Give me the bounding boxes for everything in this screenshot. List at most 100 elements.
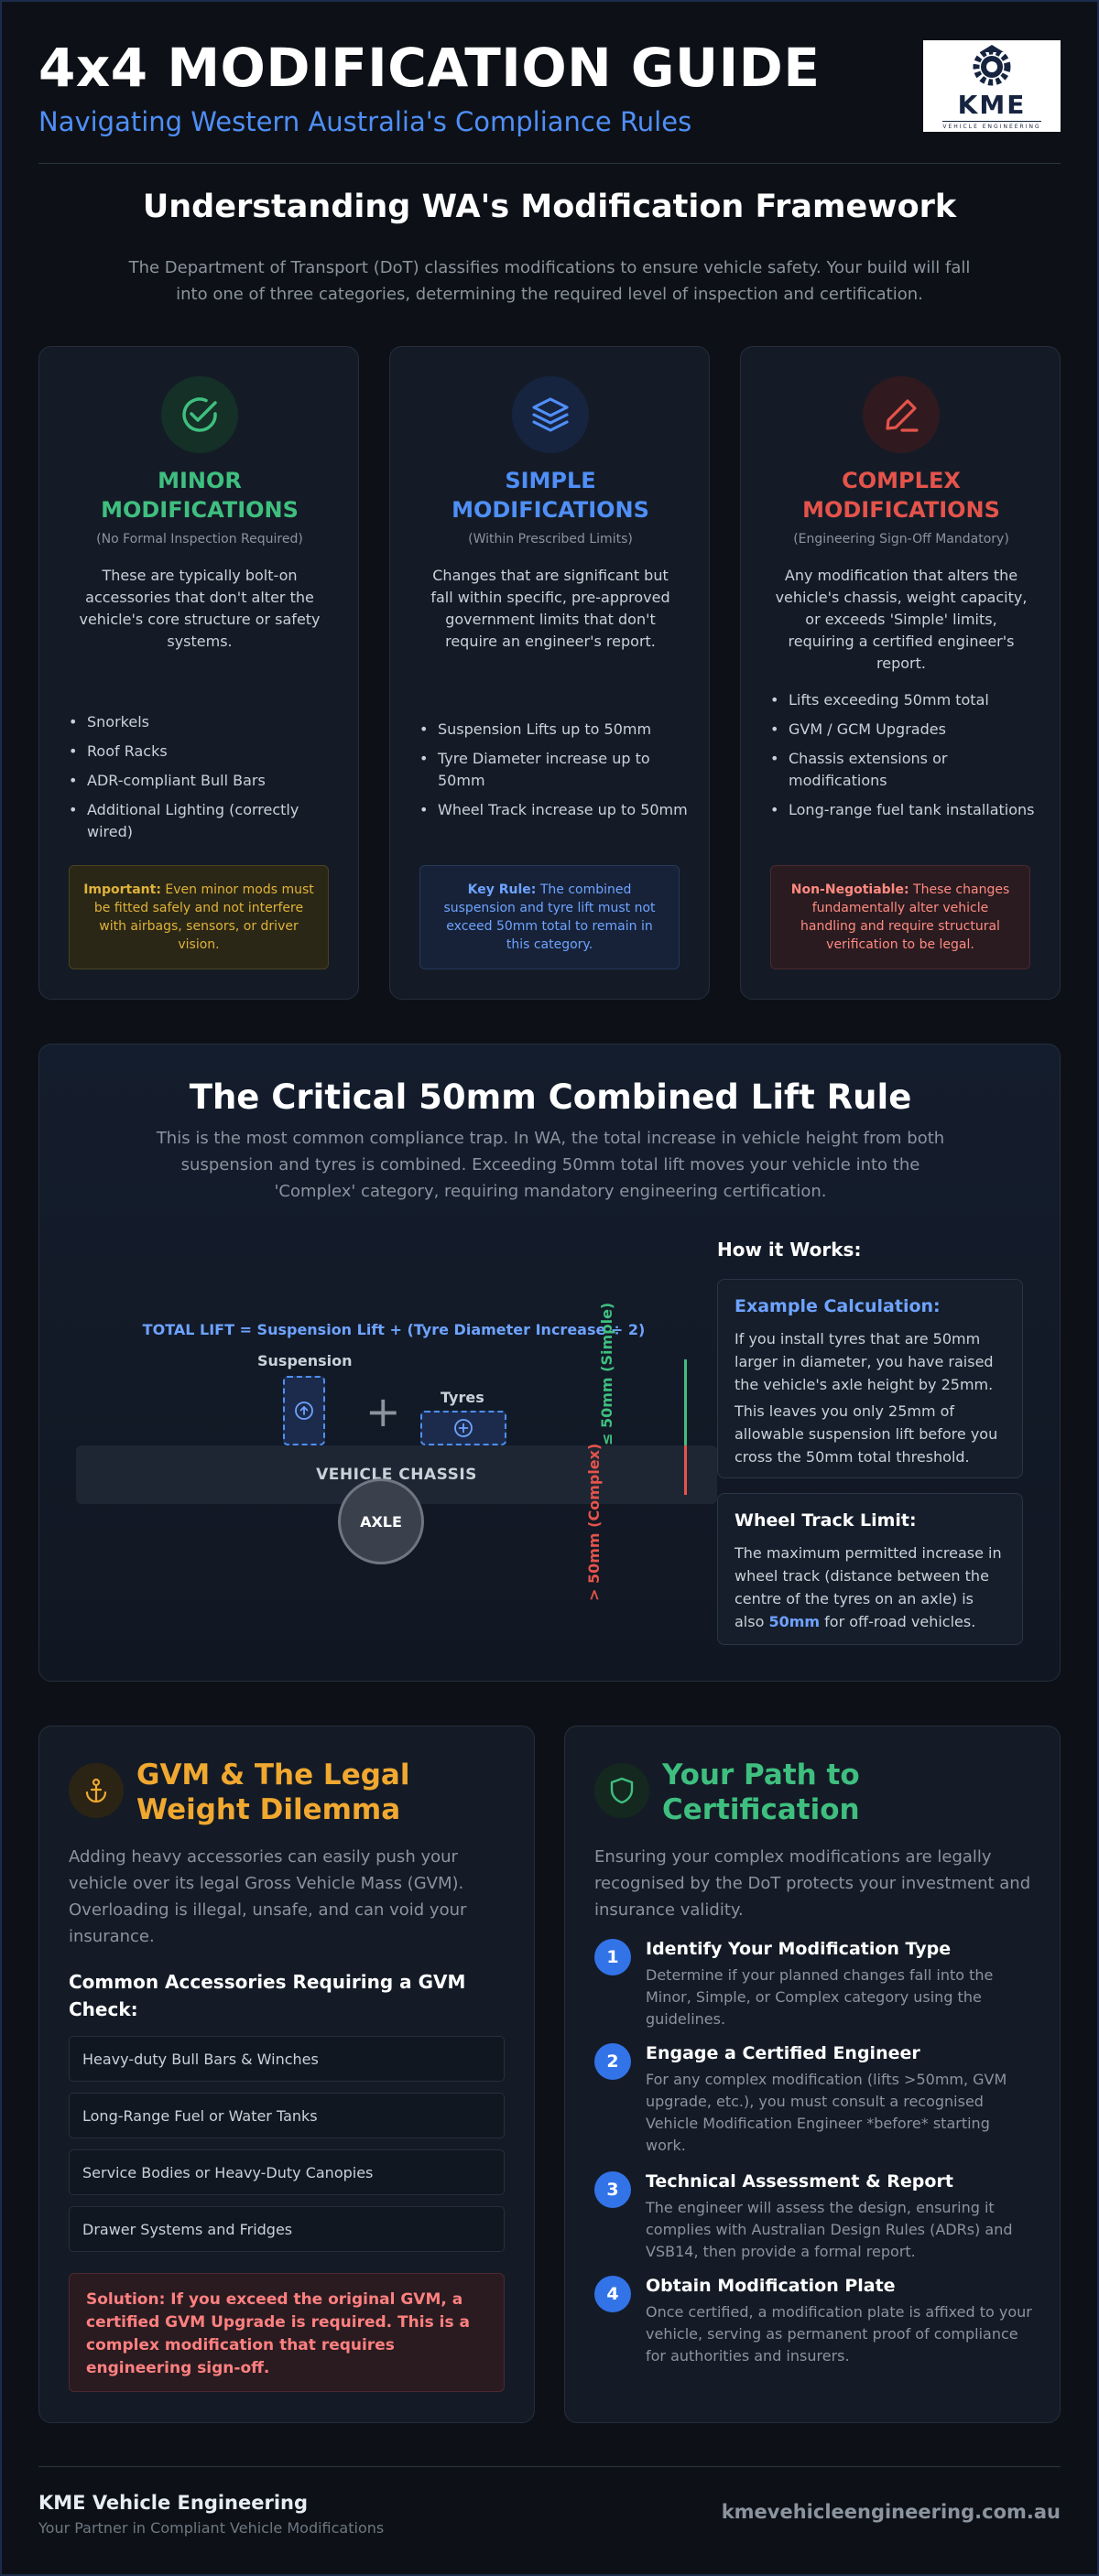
example-title: Example Calculation: (734, 1296, 941, 1316)
page-subtitle: Navigating Western Australia's Complianc… (38, 106, 692, 137)
gvm-solution: Solution: If you exceed the original GVM… (69, 2273, 505, 2392)
note-text: Even minor mods must be fitted safely an… (93, 882, 314, 952)
list-item: Long-Range Fuel or Water Tanks (69, 2093, 505, 2138)
step-number: 3 (594, 2171, 631, 2208)
footer-website-link[interactable]: kmevehicleengineering.com.au (721, 2501, 1061, 2523)
list-item: Drawer Systems and Fridges (69, 2206, 505, 2252)
list-item: Tyre Diameter increase up to 50mm (418, 748, 692, 792)
note-label: Important: (83, 882, 161, 897)
check-circle-icon (182, 397, 217, 432)
card-simple-tag: (Within Prescribed Limits) (468, 532, 633, 547)
card-minor-icon-wrap (161, 376, 238, 453)
card-simple-list: Suspension Lifts up to 50mm Tyre Diamete… (418, 719, 692, 828)
gvm-intro: Adding heavy accessories can easily push… (69, 1847, 467, 1946)
card-complex-tag: (Engineering Sign-Off Mandatory) (793, 532, 1009, 547)
anchor-icon (85, 1778, 107, 1803)
track-box: Wheel Track Limit: The maximum permitted… (717, 1493, 1023, 1645)
card-simple-desc: Changes that are significant but fall wi… (430, 567, 670, 650)
footer-tagline: Your Partner in Compliant Vehicle Modifi… (38, 2519, 385, 2537)
card-simple-title: SIMPLE MODIFICATIONS (452, 468, 649, 523)
step-desc: For any complex modification (lifts >50m… (646, 2071, 1007, 2154)
complex-range-label: > 50mm (Complex) (585, 1443, 603, 1601)
lift-title: The Critical 50mm Combined Lift Rule (189, 1077, 912, 1117)
gvm-icon-wrap (69, 1763, 124, 1818)
list-item: Wheel Track increase up to 50mm (418, 799, 692, 821)
arrow-up-circle-icon (295, 1402, 313, 1420)
example-text-2: This leaves you only 25mm of allowable s… (734, 1402, 998, 1466)
track-text-main: The maximum permitted increase in wheel … (734, 1544, 1002, 1630)
lift-formula: TOTAL LIFT = Suspension Lift + (Tyre Dia… (142, 1321, 646, 1338)
card-complex-desc: Any modification that alters the vehicle… (775, 567, 1028, 672)
certification-intro: Ensuring your complex modifications are … (594, 1847, 1031, 1920)
list-item: Heavy-duty Bull Bars & Winches (69, 2036, 505, 2082)
note-label: Key Rule: (467, 882, 537, 897)
card-minor: MINOR MODIFICATIONS (No Formal Inspectio… (38, 346, 359, 1000)
list-item: Long-range fuel tank installations (768, 799, 1043, 821)
card-simple-icon-wrap (512, 376, 589, 453)
note-text: The combined suspension and tyre lift mu… (443, 882, 656, 952)
gvm-title: GVM & The Legal Weight Dilemma (136, 1759, 410, 1826)
step-title: Identify Your Modification Type (646, 1939, 952, 1959)
track-title: Wheel Track Limit: (734, 1510, 917, 1531)
tyres-block (420, 1411, 506, 1445)
complex-range-bar (684, 1445, 687, 1495)
simple-range-bar (684, 1359, 687, 1445)
footer-brand: KME Vehicle Engineering (38, 2492, 309, 2514)
simple-range-label: ≤ 50mm (Simple) (598, 1302, 615, 1445)
layers-icon (532, 397, 569, 432)
list-item: GVM / GCM Upgrades (768, 719, 1043, 741)
lift-rule-panel: The Critical 50mm Combined Lift Rule Thi… (38, 1044, 1061, 1682)
step-number: 4 (594, 2276, 631, 2312)
certification-title: Your Path to Certification (662, 1759, 860, 1826)
step-title: Technical Assessment & Report (646, 2171, 953, 2192)
step-number: 2 (594, 2043, 631, 2080)
list-item: Lifts exceeding 50mm total (768, 689, 1043, 711)
card-complex-list: Lifts exceeding 50mm total GVM / GCM Upg… (768, 689, 1043, 828)
page-title: 4x4 MODIFICATION GUIDE (38, 37, 821, 99)
example-text-1: If you install tyres that are 50mm large… (734, 1330, 994, 1393)
shield-icon (610, 1777, 634, 1804)
step-desc: Determine if your planned changes fall i… (646, 1966, 994, 2028)
pencil-icon (886, 399, 919, 432)
kme-logo: KME VEHICLE ENGINEERING (923, 40, 1061, 132)
how-it-works-title: How it Works: (717, 1239, 862, 1261)
card-complex: COMPLEX MODIFICATIONS (Engineering Sign-… (740, 346, 1061, 1000)
step-title: Obtain Modification Plate (646, 2276, 896, 2296)
tyres-label: Tyres (441, 1389, 484, 1406)
accessories-heading: Common Accessories Requiring a GVM Check… (69, 1971, 466, 2020)
step-number: 1 (594, 1939, 631, 1975)
card-complex-icon-wrap (863, 376, 940, 453)
gvm-panel: GVM & The Legal Weight Dilemma Adding he… (38, 1726, 535, 2423)
card-minor-list: Snorkels Roof Racks ADR-compliant Bull B… (67, 711, 342, 850)
note-label: Non-Negotiable: (790, 882, 909, 897)
framework-intro: The Department of Transport (DoT) classi… (128, 258, 971, 304)
list-item: Snorkels (67, 711, 342, 733)
track-text-suffix: for off-road vehicles. (820, 1613, 976, 1630)
list-item: Additional Lighting (correctly wired) (67, 799, 342, 843)
card-minor-title: MINOR MODIFICATIONS (101, 468, 299, 523)
example-box: Example Calculation: If you install tyre… (717, 1279, 1023, 1478)
track-text: The maximum permitted increase in wheel … (734, 1542, 1006, 1633)
certification-icon-wrap (594, 1763, 649, 1818)
list-item: ADR-compliant Bull Bars (67, 770, 342, 792)
card-minor-tag: (No Formal Inspection Required) (96, 532, 303, 547)
header-divider (38, 163, 1061, 164)
axle-label: AXLE (360, 1512, 402, 1531)
card-minor-desc: These are typically bolt-on accessories … (79, 567, 321, 650)
framework-title: Understanding WA's Modification Framewor… (142, 189, 957, 225)
footer-divider (38, 2466, 1061, 2467)
card-complex-title: COMPLEX MODIFICATIONS (802, 468, 1000, 523)
plus-circle-icon (454, 1419, 473, 1437)
lift-intro: This is the most common compliance trap.… (156, 1129, 945, 1201)
certification-panel: Your Path to Certification Ensuring your… (564, 1726, 1061, 2423)
track-highlight: 50mm (768, 1613, 821, 1630)
card-minor-note: Important: Even minor mods must be fitte… (69, 865, 329, 969)
card-complex-note: Non-Negotiable: These changes fundamenta… (770, 865, 1030, 969)
logo-wordmark: KME (957, 89, 1027, 120)
card-simple-note: Key Rule: The combined suspension and ty… (419, 865, 680, 969)
suspension-label: Suspension (257, 1352, 353, 1369)
chassis-label: VEHICLE CHASSIS (316, 1466, 477, 1484)
step-desc: Once certified, a modification plate is … (646, 2303, 1032, 2365)
logo-subtext: VEHICLE ENGINEERING (942, 120, 1041, 130)
